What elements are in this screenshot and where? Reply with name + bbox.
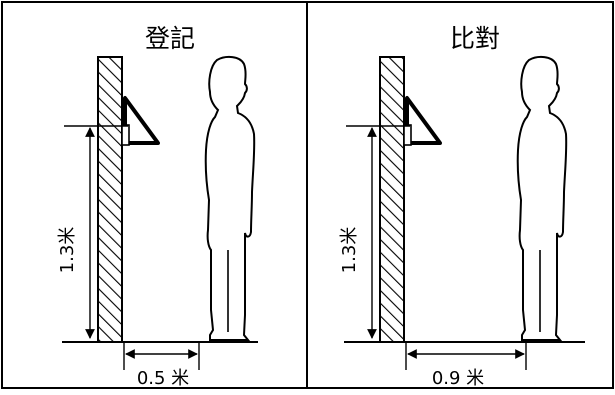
device-icon [121,96,160,146]
panel-title-comparison: 比對 [450,24,500,53]
height-label: 1.3米 [57,227,78,274]
wall [379,56,405,343]
wall [97,56,123,343]
person-figure [516,55,568,341]
distance-label: 0.5 米 [137,368,189,389]
height-label: 1.3米 [339,227,360,274]
device-icon [403,96,442,146]
panel-title-registration: 登記 [145,24,195,53]
panel-comparison: 比對 1.3米 0.9 米 [339,24,585,389]
person-figure [204,55,256,341]
panel-registration: 登記 1.3米 0.5 米 [57,24,258,389]
distance-label: 0.9 米 [432,368,484,389]
